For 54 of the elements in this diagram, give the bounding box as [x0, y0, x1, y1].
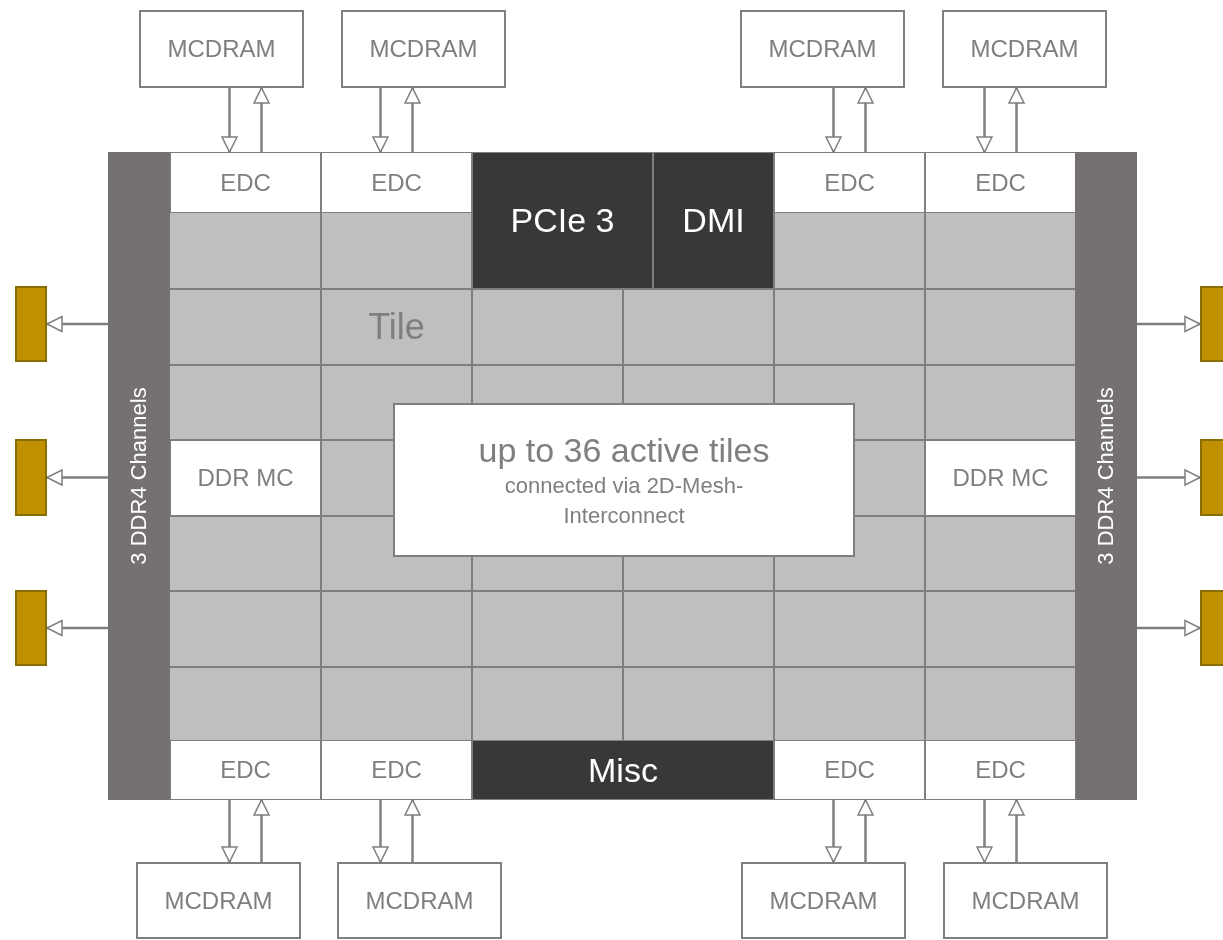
arrow	[46, 469, 108, 486]
arrow	[221, 88, 238, 153]
controller-box: EDC	[925, 152, 1076, 213]
arrow	[1137, 315, 1201, 333]
memory-box: MCDRAM	[337, 862, 502, 939]
vertical-label: 3 DDR4 Channels	[1093, 387, 1119, 565]
arrow	[1008, 799, 1025, 862]
arrow	[976, 800, 993, 863]
arrow	[221, 800, 238, 863]
memory-module	[1200, 286, 1223, 362]
arrow	[1137, 619, 1201, 637]
memory-module	[15, 286, 47, 362]
memory-box: MCDRAM	[942, 10, 1107, 88]
arrow	[1008, 87, 1025, 152]
arrow	[253, 799, 270, 862]
arrow	[372, 800, 389, 863]
arrow	[857, 799, 874, 862]
controller-box: DDR MC	[925, 440, 1076, 516]
arrow	[253, 87, 270, 152]
heading-text: up to 36 active tiles	[478, 430, 770, 471]
memory-box: MCDRAM	[740, 10, 905, 88]
memory-module	[1200, 590, 1223, 666]
memory-module	[15, 439, 47, 516]
controller-box: EDC	[170, 152, 321, 213]
arrow	[404, 799, 421, 862]
memory-box: MCDRAM	[943, 862, 1108, 939]
controller-box: EDC	[774, 152, 925, 213]
memory-box: MCDRAM	[139, 10, 304, 88]
io-block: Misc	[472, 740, 774, 800]
arrow	[46, 315, 108, 333]
memory-box: MCDRAM	[341, 10, 506, 88]
arrow	[46, 619, 108, 637]
controller-box: EDC	[170, 740, 321, 800]
memory-module	[1200, 439, 1223, 516]
arrow	[825, 800, 842, 863]
controller-box: DDR MC	[170, 440, 321, 516]
controller-box: EDC	[774, 740, 925, 800]
vertical-label: 3 DDR4 Channels	[126, 387, 152, 565]
body-text: connected via 2D-Mesh-Interconnect	[503, 472, 745, 530]
arrow	[976, 88, 993, 153]
arrow	[825, 88, 842, 153]
arrow	[372, 88, 389, 153]
memory-box: MCDRAM	[741, 862, 906, 939]
info-box	[393, 403, 855, 557]
arrow	[857, 87, 874, 152]
io-block: DMI	[653, 152, 774, 289]
memory-box: MCDRAM	[136, 862, 301, 939]
controller-box: EDC	[925, 740, 1076, 800]
memory-module	[15, 590, 47, 666]
io-block: PCIe 3	[472, 152, 653, 289]
controller-box: EDC	[321, 152, 472, 213]
arrow	[404, 87, 421, 152]
controller-box: EDC	[321, 740, 472, 800]
arrow	[1137, 469, 1201, 486]
